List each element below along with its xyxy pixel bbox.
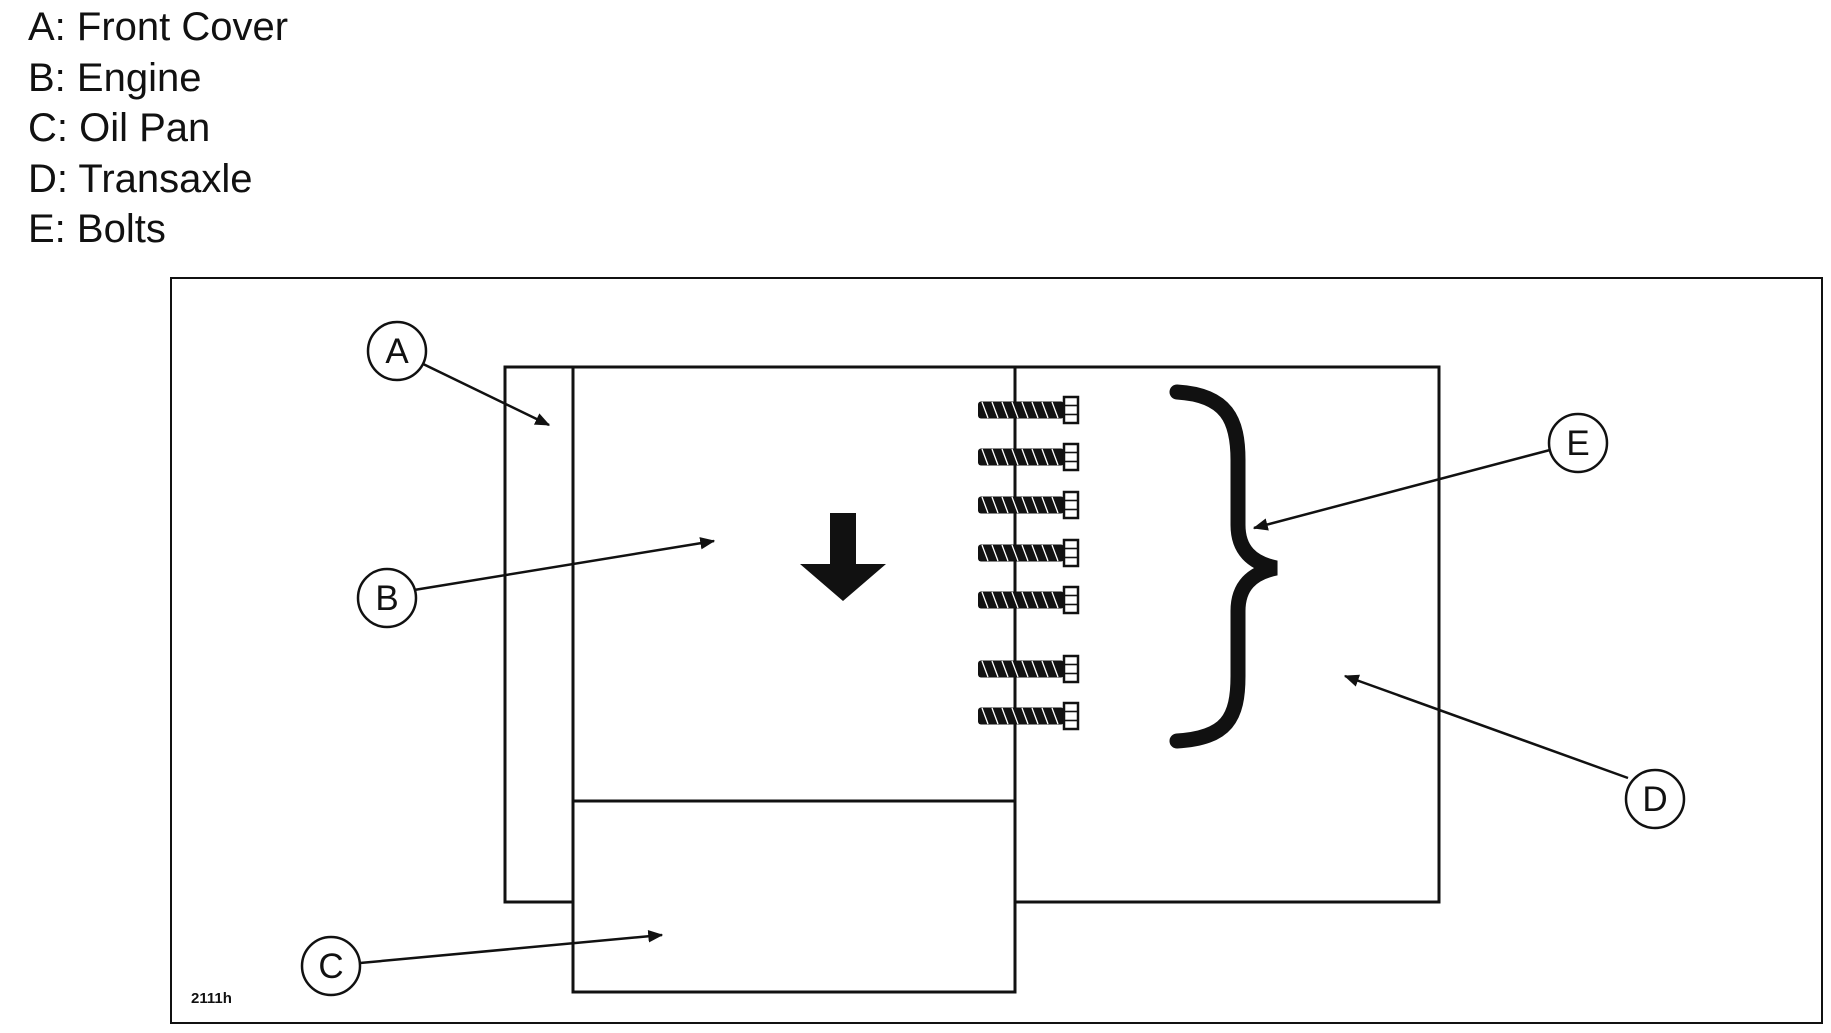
svg-text:D: D	[1642, 780, 1667, 819]
down-arrow-icon	[800, 513, 886, 601]
legend-item-b: B: Engine	[28, 55, 202, 100]
leader-b	[413, 537, 716, 592]
legend-item-a: A: Front Cover	[28, 5, 289, 49]
svg-text:E: E	[1566, 424, 1589, 463]
leader-e	[1252, 448, 1551, 531]
svg-text:A: A	[385, 332, 409, 371]
transaxle-housing	[1013, 365, 1441, 904]
leader-c	[359, 930, 664, 965]
svg-text:B: B	[375, 579, 398, 618]
callout-d: D	[1624, 768, 1686, 830]
curly-brace-icon	[1169, 384, 1278, 749]
figure-id: 2111h	[191, 990, 232, 1007]
callout-b: B	[356, 567, 418, 629]
svg-text:C: C	[318, 947, 343, 986]
leader-d	[1343, 674, 1629, 780]
legend-item-e: E: Bolts	[28, 207, 166, 251]
leader-a	[418, 360, 551, 427]
callout-e: E	[1547, 412, 1609, 474]
callout-c: C	[300, 935, 362, 997]
oil-pan	[571, 799, 1017, 994]
figure-border	[170, 277, 1823, 1024]
legend: A: Front Cover B: Engine C: Oil Pan D: T…	[28, 2, 288, 255]
legend-item-c: C: Oil Pan	[28, 106, 211, 150]
callout-a: A	[366, 320, 428, 382]
front-cover	[503, 365, 575, 904]
engine-block	[571, 365, 1017, 803]
legend-item-d: D: Transaxle	[28, 156, 253, 201]
